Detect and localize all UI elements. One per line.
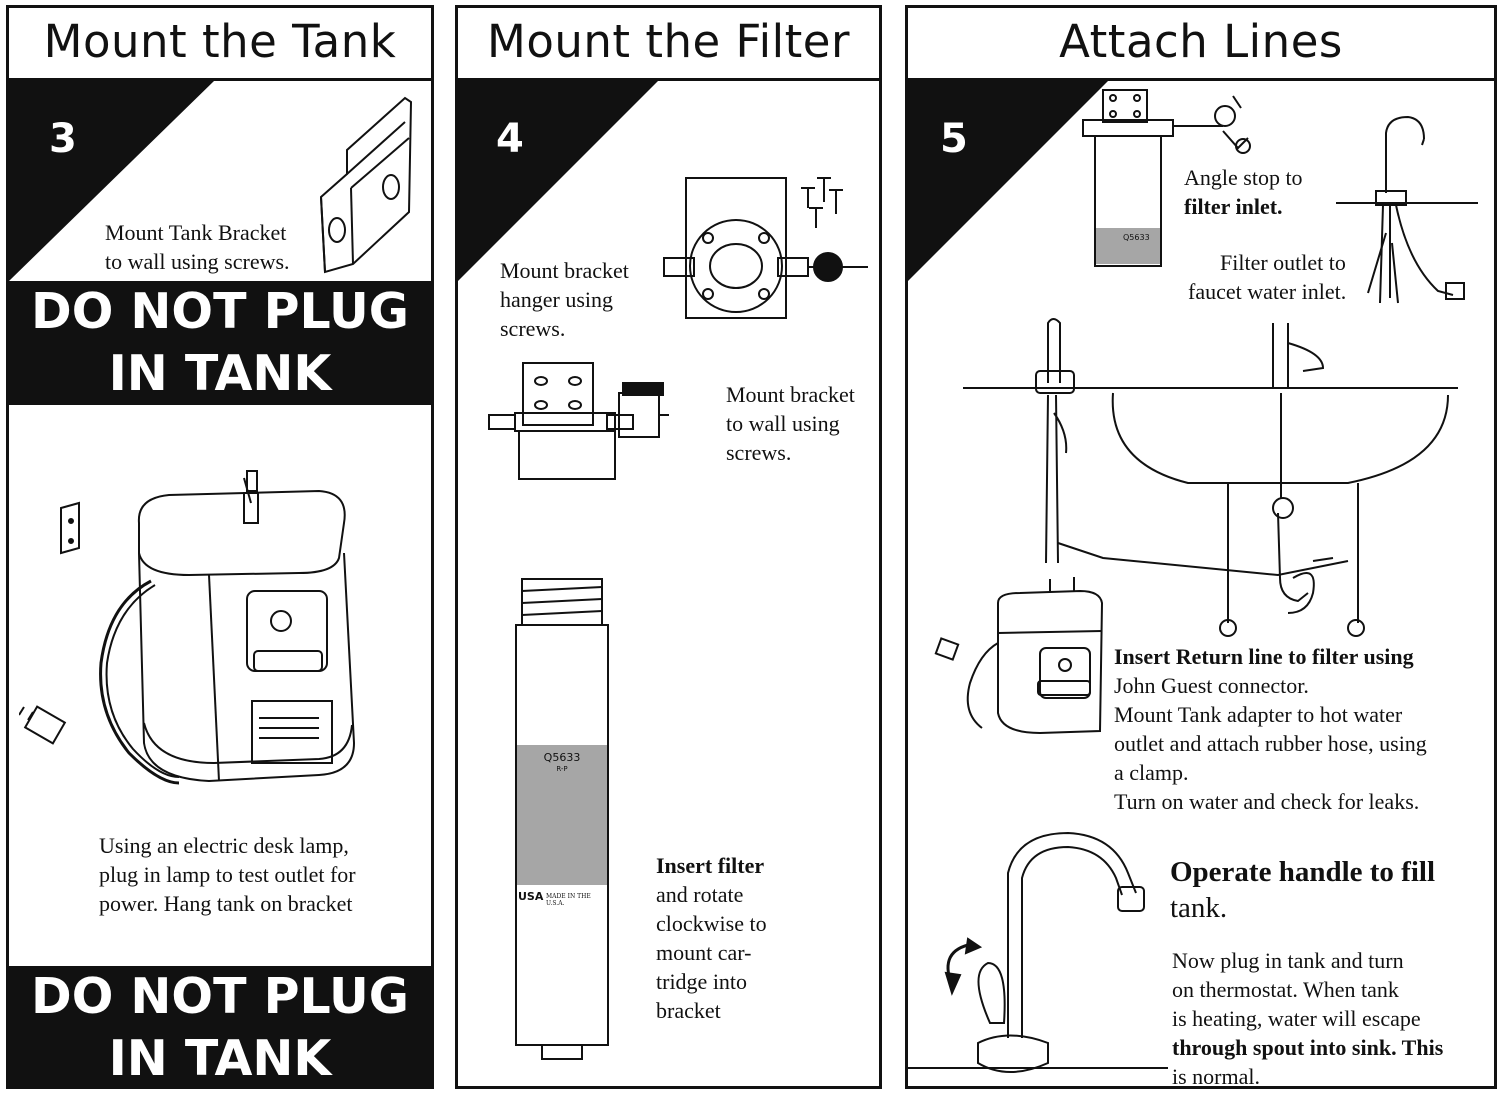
hanger-instruction-line-1: Mount bracket <box>500 258 629 283</box>
step-number: 4 <box>496 116 524 162</box>
panel-title: Attach Lines <box>908 8 1494 81</box>
tank-bracket-illustration <box>309 92 419 282</box>
step-number: 3 <box>49 116 77 162</box>
wall-instruction-line-3: screws. <box>726 440 792 465</box>
step-number: 5 <box>940 116 968 162</box>
cartridge-usa: USA <box>518 890 544 903</box>
now-emphasis: through spout into sink. This <box>1172 1035 1444 1060</box>
filter-model-label: Q5633 <box>1123 233 1150 242</box>
cartridge-model: Q5633 <box>543 751 581 764</box>
lamp-instruction-line-3: power. Hang tank on bracket <box>99 891 353 916</box>
now-instruction-line-4: through spout into sink. This <box>1172 1033 1443 1062</box>
return-instruction-line-5: a clamp. <box>1114 760 1189 785</box>
bracket-instruction-line-1: Mount Tank Bracket <box>105 220 287 245</box>
now-instruction-line-3: is heating, water will escape <box>1172 1006 1421 1031</box>
now-instruction-line-1: Now plug in tank and turn <box>1172 948 1404 973</box>
warning-line-2: IN TANK <box>108 1030 332 1087</box>
return-instruction-line-1: Insert Return line to filter using <box>1114 642 1414 671</box>
insert-instruction-line-6: bracket <box>656 998 721 1023</box>
lamp-instruction-line-1: Using an electric desk lamp, <box>99 833 349 858</box>
insert-instruction-line-3: clockwise to <box>656 911 767 936</box>
angle-instruction-line-1: Angle stop to <box>1184 165 1303 190</box>
small-tank-illustration <box>930 563 1110 743</box>
wall-instruction-line-2: to wall using <box>726 411 840 436</box>
faucet-illustration <box>1328 113 1493 313</box>
hanger-instruction-line-3: screws. <box>500 316 566 341</box>
hot-water-dispenser-illustration <box>908 823 1168 1085</box>
sink-plumbing-illustration <box>928 313 1483 743</box>
bracket-instruction-line-2: to wall using screws. <box>105 249 290 274</box>
filter-cartridge-illustration: Q5633 R-P USA MADE IN THE U.S.A. <box>514 573 610 1063</box>
insert-instruction-line-4: mount car- <box>656 940 752 965</box>
angle-instruction-line-2: filter inlet. <box>1184 192 1283 221</box>
now-instruction-line-5: is normal. <box>1172 1064 1260 1089</box>
step-corner-triangle <box>458 81 658 281</box>
bracket-hanger-illustration <box>658 168 878 328</box>
return-instruction-line-2: John Guest connector. <box>1114 673 1309 698</box>
cartridge-subtitle: R-P <box>556 765 568 773</box>
filter-cartridge-shape <box>515 578 609 1060</box>
step-corner-triangle <box>9 81 214 281</box>
hanger-instruction-line-2: hanger using <box>500 287 614 312</box>
step-corner-triangle <box>908 81 1108 281</box>
cartridge-made-in: MADE IN THE U.S.A. <box>546 893 591 907</box>
panel-mount-filter: Mount the Filter 4 Mount bracket hanger … <box>455 5 882 1089</box>
wall-instruction-line-1: Mount bracket <box>726 382 855 407</box>
operate-emphasis: Operate handle to fill <box>1170 856 1436 888</box>
tank-illustration <box>19 463 359 803</box>
lamp-instruction-line-2: plug in lamp to test outlet for <box>99 862 356 887</box>
return-instruction-line-6: Turn on water and check for leaks. <box>1114 789 1420 814</box>
now-instruction-line-2: on thermostat. When tank <box>1172 977 1399 1002</box>
return-instruction-line-3: Mount Tank adapter to hot water <box>1114 702 1403 727</box>
warning-banner-bottom: DO NOT PLUG IN TANK <box>9 966 431 1087</box>
warning-line-1: DO NOT PLUG <box>31 283 409 340</box>
angle-emphasis: filter inlet. <box>1184 194 1283 219</box>
panel-title: Mount the Tank <box>9 8 431 81</box>
warning-line-2: IN TANK <box>108 345 332 402</box>
operate-instruction-line-2: tank. <box>1170 892 1228 924</box>
outlet-instruction-line-2: faucet water inlet. <box>1188 279 1347 304</box>
insert-instruction-line-5: tridge into <box>656 969 748 994</box>
warning-banner-top: DO NOT PLUG IN TANK <box>9 281 431 405</box>
warning-line-1: DO NOT PLUG <box>31 968 409 1025</box>
panel-mount-tank: Mount the Tank 3 Mount Tank Bracket to w… <box>6 5 434 1089</box>
return-emphasis: Insert Return line to filter using <box>1114 644 1414 669</box>
return-instruction-line-4: outlet and attach rubber hose, using <box>1114 731 1427 756</box>
panel-title: Mount the Filter <box>458 8 879 81</box>
panel-attach-lines: Attach Lines 5 Q5633 Angle stop to filte… <box>905 5 1497 1089</box>
bracket-wall-illustration <box>483 353 673 483</box>
operate-instruction-line-1: Operate handle to fill <box>1170 854 1435 890</box>
insert-emphasis: Insert filter <box>656 853 765 878</box>
filter-angle-stop-illustration <box>1073 86 1263 271</box>
insert-instruction-line-2: and rotate <box>656 882 744 907</box>
outlet-instruction-line-1: Filter outlet to <box>1220 250 1346 275</box>
insert-instruction-line-1: Insert filter <box>656 851 764 880</box>
